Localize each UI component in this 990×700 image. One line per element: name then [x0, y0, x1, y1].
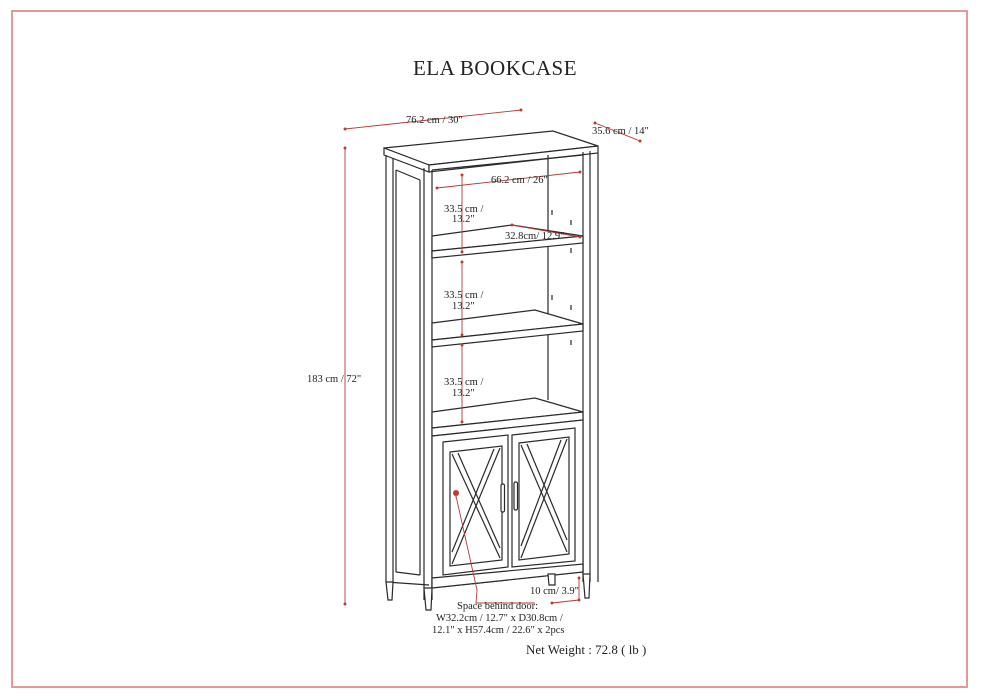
page-title: ELA BOOKCASE [412, 56, 578, 80]
door-space-dims-2: 12.1" x H57.4cm / 22.6" x 2pcs [432, 625, 565, 636]
leg-height-label: 10 cm/ 3.9" [530, 586, 579, 597]
height-label: 183 cm / 72" [307, 374, 361, 385]
door-space-dims-1: W32.2cm / 12.7" x D30.8cm / [436, 613, 563, 624]
net-weight: Net Weight : 72.8 ( lb ) [526, 642, 647, 657]
shelf-gap-3-label-2: 13.2" [452, 388, 475, 399]
shelf-gap-3-label: 33.5 cm / [444, 377, 483, 388]
page-border [11, 10, 968, 688]
inner-width-label: 66.2 cm / 26" [491, 175, 548, 186]
shelf-depth-label: 32.8cm/ 12.9" [505, 231, 564, 242]
door-space-label: Space behind door: [457, 601, 538, 612]
bookcase-drawing [383, 130, 599, 611]
depth-label: 35.6 cm / 14" [592, 126, 649, 137]
width-label: 76.2 cm / 30" [406, 115, 463, 126]
shelf-gap-1-label-2: 13.2" [452, 214, 475, 225]
shelf-gap-2-label-2: 13.2" [452, 301, 475, 312]
shelf-gap-1-label: 33.5 cm / [444, 204, 483, 215]
shelf-gap-2-label: 33.5 cm / [444, 290, 483, 301]
dimension-lines [343, 108, 642, 606]
door-space-marker [453, 490, 459, 496]
